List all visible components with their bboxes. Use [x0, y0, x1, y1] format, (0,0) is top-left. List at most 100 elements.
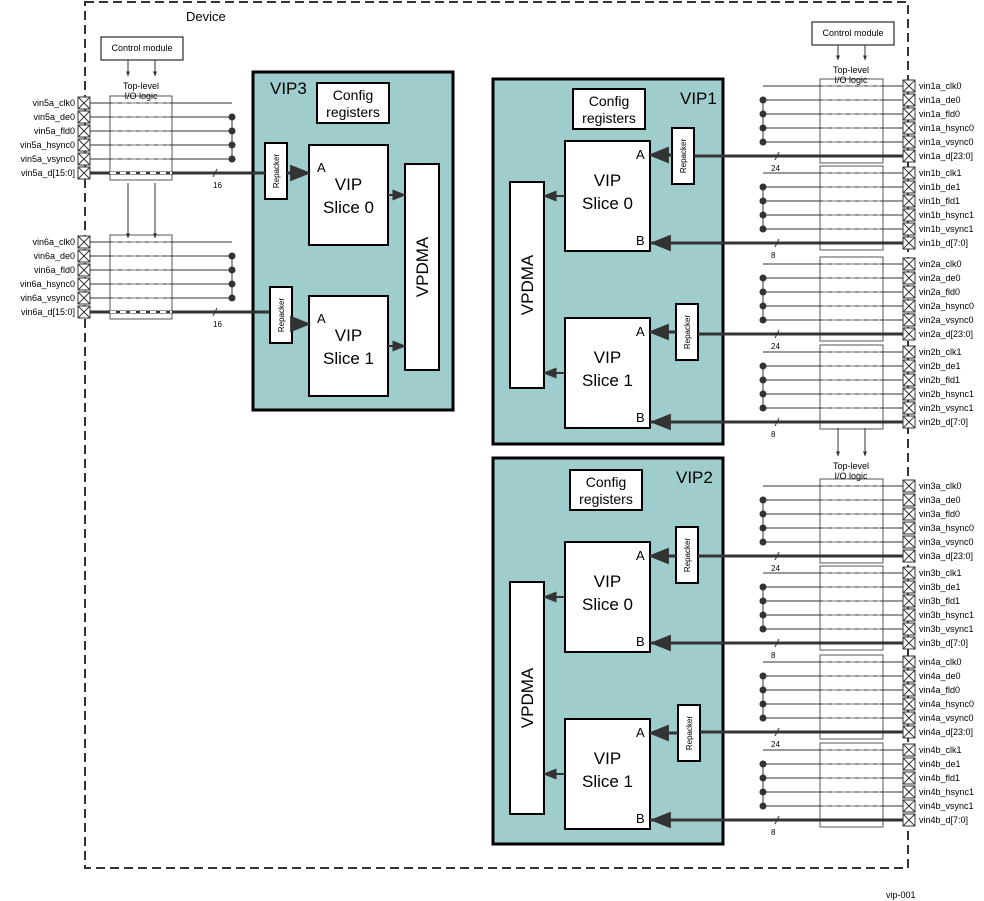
- control-module-label: Control module: [111, 43, 172, 53]
- config-label: registers: [579, 491, 633, 507]
- port-a-label: A: [636, 147, 645, 162]
- pin-label: vin4b_fld1: [919, 773, 960, 783]
- bus-width-label: 16: [213, 320, 222, 329]
- pin-pad-cross: [902, 149, 916, 163]
- pin-pad-cross: [902, 79, 916, 93]
- pin-pad-cross: [902, 813, 916, 827]
- bus-width-label: 16: [213, 181, 222, 190]
- pin-label: vin1a_clk0: [919, 81, 962, 91]
- bus-slash: [212, 168, 218, 178]
- vip-slice-1-box: [564, 317, 651, 429]
- control-module-label: Control module: [822, 28, 883, 38]
- config-registers-box: [569, 469, 643, 511]
- port-group-vin3b: vin3b_clk1vin3b_de1vin3b_fld1vin3b_hsync…: [649, 565, 974, 660]
- pin-label: vin5a_clk0: [32, 98, 75, 108]
- pin-label: vin2a_clk0: [919, 259, 962, 269]
- pin-pad-cross: [77, 263, 91, 277]
- pin-label: vin3b_d[7:0]: [919, 638, 968, 648]
- pin-pad-cross: [902, 327, 916, 341]
- vip-name: VIP1: [680, 89, 717, 108]
- pin-pad-cross: [902, 622, 916, 636]
- config-label: registers: [582, 110, 636, 126]
- slice-label: VIP: [335, 175, 362, 194]
- pin-pad-cross: [902, 208, 916, 222]
- port-group-vin1b: vin1b_clk1vin1b_de1vin1b_fld1vin1b_hsync…: [649, 165, 974, 260]
- repacker-label: Repacker: [685, 716, 694, 751]
- io-logic-label: Top-level: [833, 65, 869, 75]
- vpdma-box: [509, 181, 545, 389]
- pin-pad-cross: [902, 387, 916, 401]
- vpdma-label: VPDMA: [518, 254, 537, 315]
- bus-slash: [774, 151, 780, 161]
- pin-label: vin2b_hsync1: [919, 389, 974, 399]
- pin-pad-cross: [902, 521, 916, 535]
- io-logic-label: Top-level: [833, 461, 869, 471]
- pin-pad-cross: [902, 194, 916, 208]
- pin-label: vin2a_fld0: [919, 287, 960, 297]
- vip-name: VIP3: [270, 79, 307, 98]
- pin-pad-cross: [77, 291, 91, 305]
- pin-pad-cross: [902, 285, 916, 299]
- bus-width-label: 24: [771, 564, 780, 573]
- pin-label: vin3b_fld1: [919, 596, 960, 606]
- vpdma-box: [509, 581, 545, 815]
- pin-label: vin6a_d[15:0]: [21, 307, 75, 317]
- pin-label: vin1b_d[7:0]: [919, 238, 968, 248]
- pin-pad-cross: [902, 415, 916, 429]
- vip-slice-0-box: [564, 541, 651, 653]
- pin-pad-cross: [902, 93, 916, 107]
- port-group-vin6a: vin6a_clk0vin6a_de0vin6a_fld0vin6a_hsync…: [20, 234, 270, 329]
- bus-width-label: 24: [771, 342, 780, 351]
- io-logic-box: [819, 78, 884, 164]
- pin-pad-cross: [902, 669, 916, 683]
- pin-pad-cross: [77, 305, 91, 319]
- slice-label: Slice 0: [323, 198, 374, 217]
- pin-label: vin1a_hsync0: [919, 123, 974, 133]
- pin-label: vin3a_vsync0: [919, 537, 974, 547]
- pin-pad-cross: [77, 277, 91, 291]
- pin-label: vin4a_fld0: [919, 685, 960, 695]
- pin-pad-cross: [902, 594, 916, 608]
- repacker-label: Repacker: [683, 538, 692, 573]
- pin-pad-cross: [902, 222, 916, 236]
- bus-width-label: 8: [771, 828, 776, 837]
- io-logic-box: [819, 344, 884, 430]
- pin-label: vin2a_d[23:0]: [919, 329, 973, 339]
- pin-pad-cross: [902, 655, 916, 669]
- io-logic-box: [819, 478, 884, 564]
- pin-pad-cross: [902, 359, 916, 373]
- pin-label: vin5a_fld0: [34, 126, 75, 136]
- slice-label: VIP: [594, 749, 621, 768]
- pin-pad-cross: [77, 249, 91, 263]
- pin-label: vin1a_d[23:0]: [919, 151, 973, 161]
- slice-label: Slice 1: [582, 371, 633, 390]
- pin-pad-cross: [902, 549, 916, 563]
- pin-pad-cross: [902, 636, 916, 650]
- slice-label: VIP: [594, 348, 621, 367]
- pin-pad-cross: [902, 725, 916, 739]
- pin-label: vin3b_hsync1: [919, 610, 974, 620]
- pin-label: vin1a_fld0: [919, 109, 960, 119]
- pin-label: vin4a_d[23:0]: [919, 727, 973, 737]
- pin-pad-cross: [902, 711, 916, 725]
- pin-label: vin2a_hsync0: [919, 301, 974, 311]
- pin-label: vin5a_de0: [33, 112, 75, 122]
- slice-label: Slice 0: [582, 194, 633, 213]
- pin-pad-cross: [902, 180, 916, 194]
- vip-slice-1-box: [564, 718, 651, 830]
- bus-width-label: 24: [771, 740, 780, 749]
- pin-pad-cross: [902, 479, 916, 493]
- pin-pad-cross: [902, 313, 916, 327]
- pin-label: vin1b_vsync1: [919, 224, 974, 234]
- config-registers-box: [572, 88, 646, 130]
- pin-label: vin2b_de1: [919, 361, 961, 371]
- io-logic-label: I/O logic: [124, 91, 158, 101]
- pin-label: vin4b_de1: [919, 759, 961, 769]
- pin-pad-cross: [902, 799, 916, 813]
